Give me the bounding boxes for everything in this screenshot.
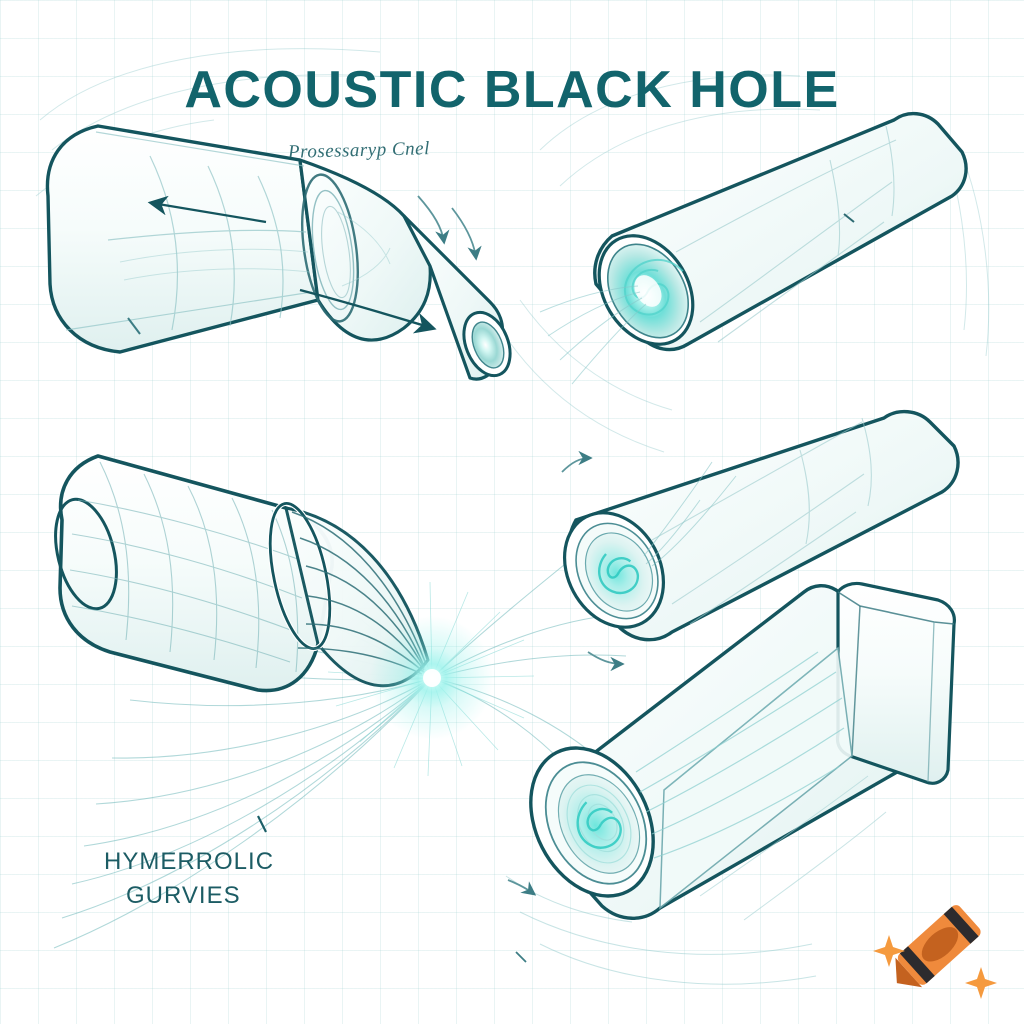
- nozzle-handwritten-label: Prosessaryp Cnel: [287, 138, 431, 163]
- duct-flange-edge: [837, 591, 955, 625]
- grid-tube-far-rim: [54, 497, 118, 611]
- vortex-mid-spiral: [598, 553, 640, 595]
- panel-converging-nozzle: [45, 124, 512, 381]
- duct-mouth-bore: [557, 774, 641, 874]
- nozzle-shoulder: [298, 158, 432, 342]
- panel-vortex-cylinder-top: [539, 112, 968, 385]
- duct-tick: [515, 951, 527, 963]
- outflow-arrow: [299, 288, 437, 334]
- craiyon-crayon-logo: [873, 905, 997, 999]
- hyperbolic-label-line2: GURVIES: [126, 882, 241, 909]
- inflow-arrow: [147, 195, 267, 224]
- sparkle-icon-1: [873, 935, 905, 967]
- bypass-arrow-2: [451, 207, 482, 261]
- duct-arrow: [507, 879, 537, 896]
- sparkle-icon-2: [965, 967, 997, 999]
- bypass-arrow-1: [417, 195, 450, 245]
- panel-grid-horizon-tube: [53, 454, 627, 949]
- grid-texture: [69, 461, 307, 673]
- tick-mark-curves: [257, 815, 267, 833]
- hyperbolic-curves-label: HYMERROLIC GURVIES: [104, 845, 274, 913]
- duct-streamlines: [635, 651, 845, 859]
- nozzle-barrel: [45, 124, 320, 354]
- crayon-icon: [895, 905, 981, 988]
- tick-mark-top-right: [843, 213, 855, 223]
- grid-tube-body: [58, 454, 334, 693]
- singularity-core: [423, 669, 441, 687]
- tick-mark-left: [127, 317, 141, 335]
- panel-vortex-cylinder-middle: [561, 410, 960, 672]
- vortex-mid-streamlines: [643, 461, 737, 567]
- panel-duct-with-flange: [505, 581, 956, 985]
- page-title: ACOUSTIC BLACK HOLE: [184, 61, 840, 119]
- duct-vortex-spiral: [576, 801, 622, 849]
- mid-arrow-top: [561, 450, 593, 473]
- mid-arrow-bottom: [587, 651, 625, 672]
- hyperbolic-label-line1: HYMERROLIC: [104, 848, 275, 875]
